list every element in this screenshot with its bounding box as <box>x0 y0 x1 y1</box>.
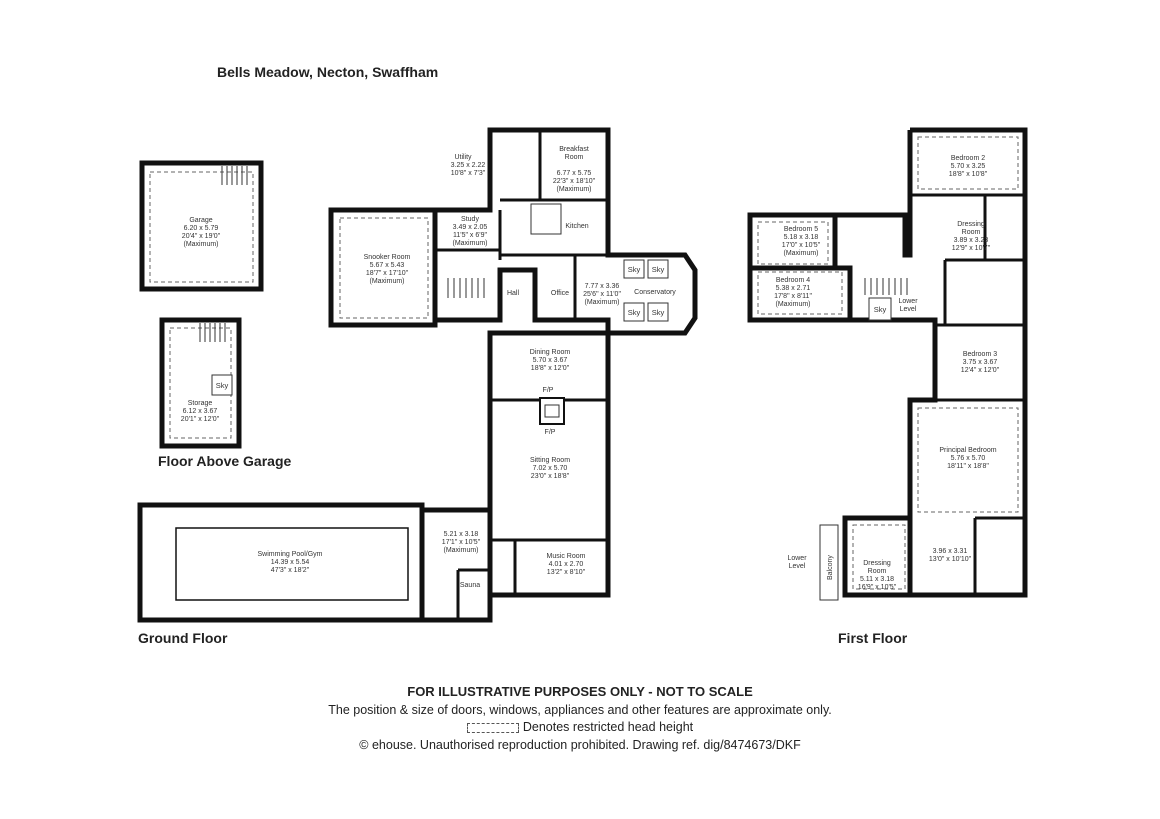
fp-label-bottom: F/P <box>545 429 556 436</box>
legend-text: Denotes restricted head height <box>522 720 694 734</box>
garage-walls <box>139 160 264 292</box>
sky-conservatory-4: Sky <box>652 308 665 317</box>
storage-stairs <box>199 323 226 342</box>
office-label: Office <box>551 290 569 297</box>
balcony-label: Balcony <box>827 555 834 580</box>
floor-label-above-garage: Floor Above Garage <box>158 453 292 469</box>
legend-row: Denotes restricted head height <box>0 720 1160 734</box>
sky-conservatory-2: Sky <box>652 265 665 274</box>
conservatory-label: Conservatory <box>634 289 676 296</box>
hall-stairs <box>447 278 485 298</box>
disclaimer-heading: FOR ILLUSTRATIVE PURPOSES ONLY - NOT TO … <box>407 684 753 699</box>
ground-core-walls <box>432 127 698 336</box>
garage-stairs <box>221 166 248 185</box>
pool-walls <box>137 502 425 623</box>
kitchen-label: Kitchen <box>565 223 588 230</box>
floor-plan-drawing: Sky Sky Sky Sky Sky Sky F/P F/P Balcony … <box>137 127 1028 623</box>
floor-label-ground: Ground Floor <box>138 630 228 646</box>
balcony <box>819 524 839 601</box>
sauna-label: Sauna <box>460 582 480 589</box>
floor-label-first: First Floor <box>838 630 908 646</box>
pool-lobby-walls <box>422 507 493 623</box>
sky-storage: Sky <box>216 381 229 390</box>
restricted-height-swatch <box>466 722 519 733</box>
hall-label: Hall <box>507 290 520 297</box>
dining-sitting-walls <box>487 330 611 598</box>
sky-conservatory-1: Sky <box>628 265 641 274</box>
fireplace <box>539 397 565 425</box>
storage-walls <box>159 317 242 449</box>
disclaimer-text: The position & size of doors, windows, a… <box>328 703 832 717</box>
copyright-text: © ehouse. Unauthorised reproduction proh… <box>359 738 801 752</box>
sky-landing: Sky <box>874 305 887 314</box>
landing-stairs <box>864 278 908 295</box>
sky-conservatory-3: Sky <box>628 308 641 317</box>
first-floor-walls <box>747 127 1028 598</box>
fp-label-top: F/P <box>543 387 554 394</box>
plan-title: Bells Meadow, Necton, Swaffham <box>217 64 439 80</box>
